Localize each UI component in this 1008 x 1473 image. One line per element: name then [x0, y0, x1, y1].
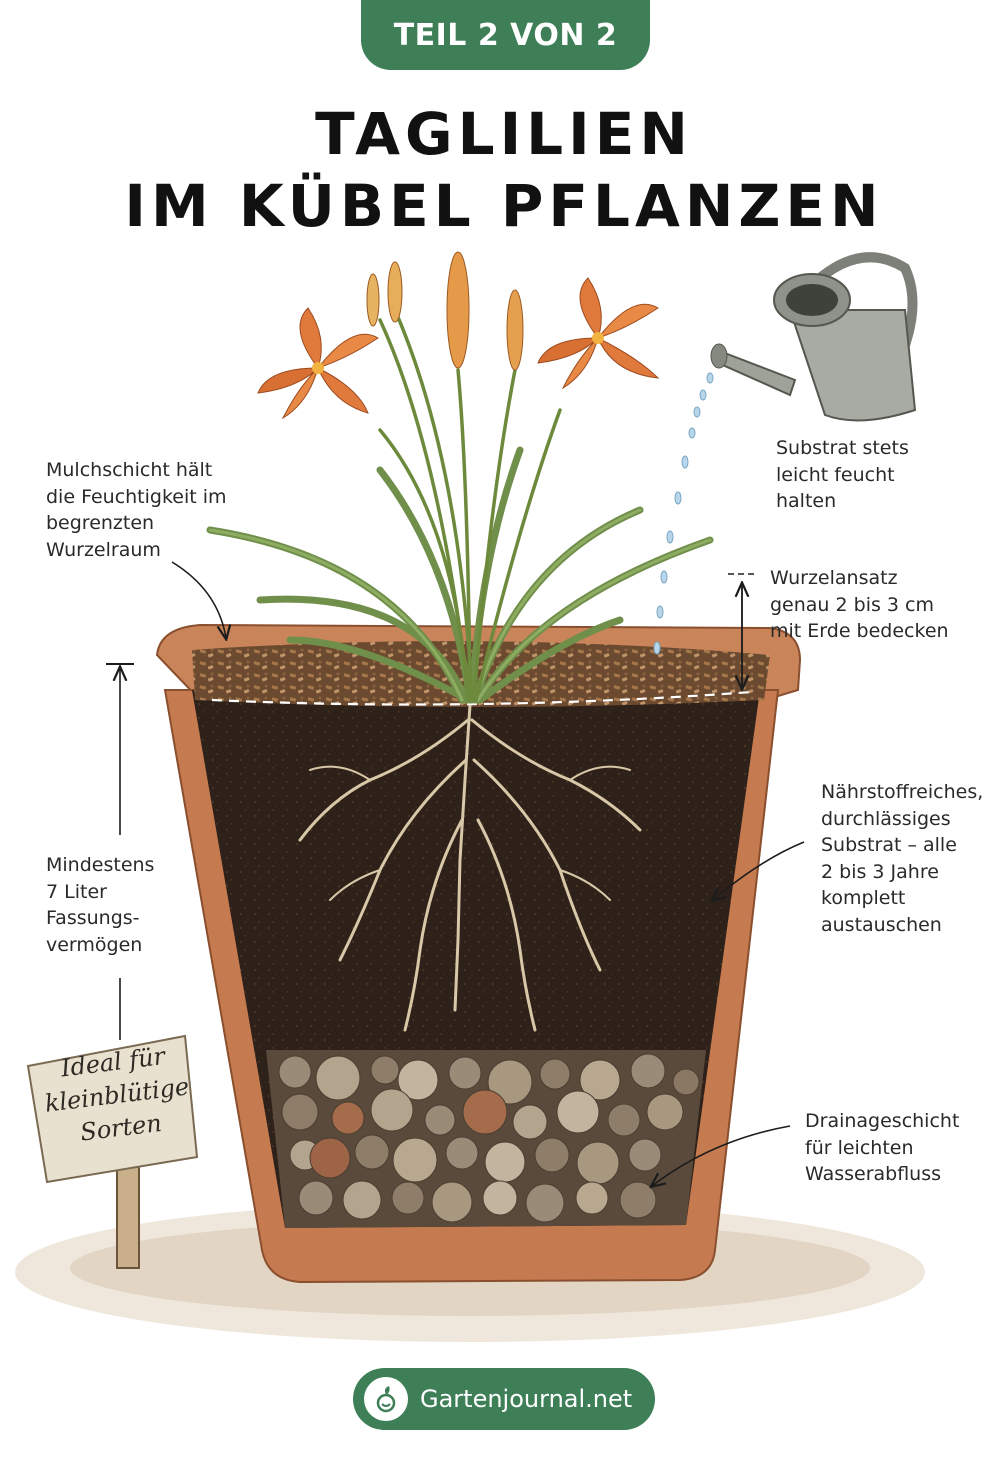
label-mulch-layer: Mulchschicht hält die Feuchtigkeit im be…: [46, 459, 227, 561]
part-indicator-tab: TEIL 2 VON 2: [361, 0, 650, 70]
substrate-pointer-arrow: [713, 841, 805, 900]
label-watering: Substrat stets leicht feucht halten: [776, 437, 909, 512]
label-root-depth: Wurzelansatz genau 2 bis 3 cm mit Erde b…: [770, 567, 949, 642]
brand-name: Gartenjournal.net: [420, 1385, 633, 1413]
daylily-buds: [366, 251, 524, 371]
flower-stems: [378, 308, 562, 702]
leaf-logo-icon: [364, 1377, 408, 1421]
water-drops: [653, 372, 714, 655]
root-crown-dashed-line: [211, 690, 753, 706]
drainage-pointer-arrow: [652, 1125, 791, 1186]
page-title-line1: TAGLILIEN: [315, 100, 693, 168]
page-title-line2: IM KÜBEL PFLANZEN: [124, 172, 884, 240]
label-substrate: Nährstoffreiches, durchlässiges Substrat…: [821, 781, 984, 936]
plant-roots: [298, 703, 642, 1032]
plant-tag-sign: [26, 1034, 199, 1269]
annotation-arrows: [106, 561, 805, 1186]
watering-can-icon: [710, 252, 918, 422]
brand-footer-pill[interactable]: Gartenjournal.net: [353, 1368, 655, 1430]
plant-tag-text: Ideal für kleinblütige Sorten: [43, 1041, 191, 1147]
daylily-flower-right: [537, 277, 660, 390]
drainage-pebbles: [278, 1053, 700, 1223]
mulch-pointer-arrow: [171, 561, 226, 638]
label-drainage: Drainageschicht für leichten Wasserabflu…: [805, 1110, 960, 1185]
daylily-flower-left: [257, 307, 379, 420]
label-pot-volume: Mindestens 7 Liter Fassungs- vermögen: [46, 854, 155, 956]
